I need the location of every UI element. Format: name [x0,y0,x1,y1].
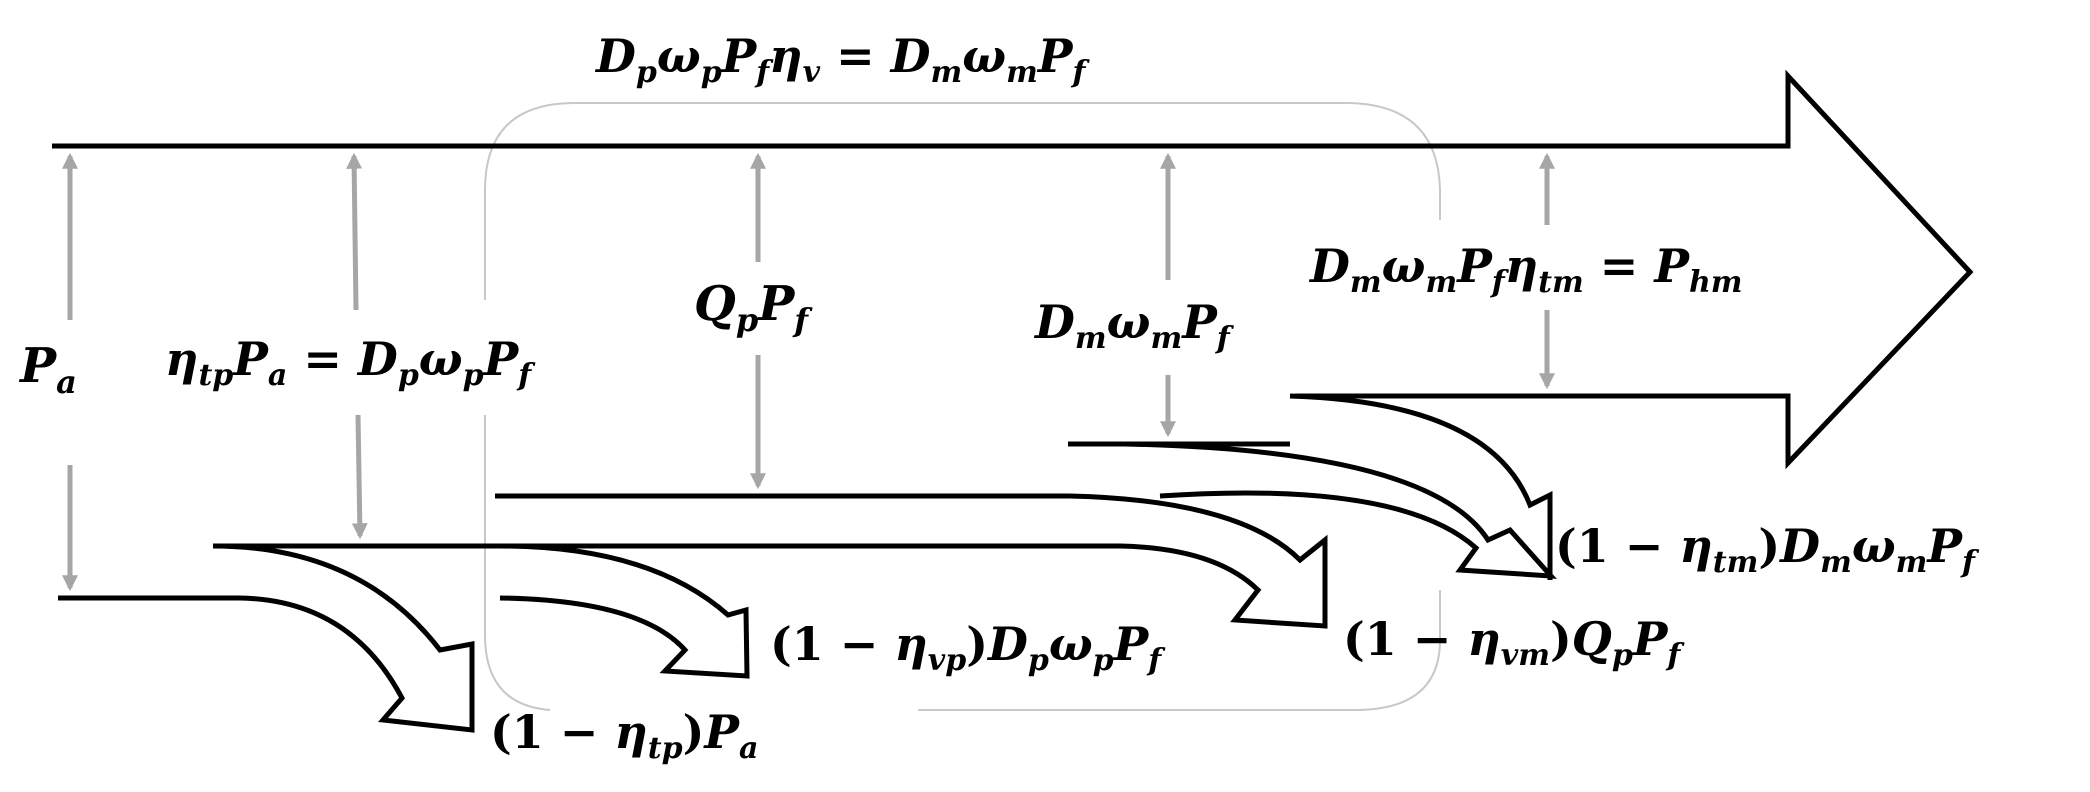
loss-arrow-motor-volumetric [500,493,1328,629]
label-flow-power: QpPf [694,276,813,339]
label-pump-shaft-power: ηtpPa = DpωpPf [165,332,536,393]
motor-output-lower-line [1125,393,1553,580]
loss-arrow-pump-volumetric [213,543,750,679]
label-top-relation: DpωpPfηv = DmωmPf [594,29,1090,90]
label-loss-motor-torque: (1 − ηtm)DmωmPf [1555,519,1980,580]
loss-arrow-pump-torque [212,543,475,733]
label-loss-motor-volumetric: (1 − ηvm)QpPf [1343,612,1685,673]
volumetric-boundary [918,590,1441,711]
label-loss-pump-volumetric: (1 − ηvp)DpωpPf [770,617,1166,678]
label-loss-pump-torque: (1 − ηtp)Pa [490,705,758,766]
volumetric-boundary-left [484,415,551,711]
main-power-flow-arrow [52,69,1974,470]
dim-arrow-shaft-bottom [351,414,368,540]
dimension-arrows [61,152,1556,592]
loss-arrow-motor-torque [1068,441,1557,579]
dim-arrow-shaft-top [346,152,363,311]
volumetric-boundary-top [484,102,1441,300]
label-motor-hydraulic-power: DmωmPf [1033,295,1235,356]
label-input-power: Pa [18,338,77,401]
label-output-power: DmωmPfηtm = Phm [1308,239,1743,300]
